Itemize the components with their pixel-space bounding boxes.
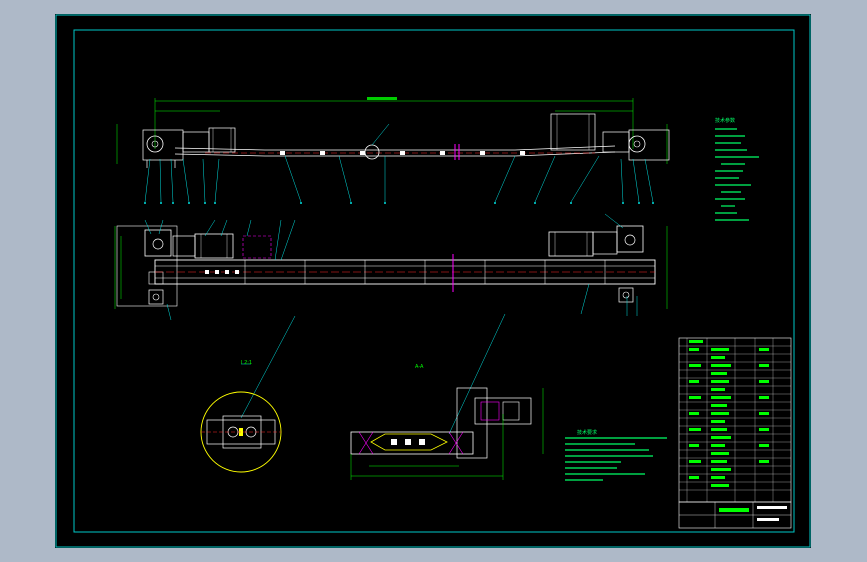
detail-i-label: I 2:1 [241,360,253,366]
plan-right-motor-icon [548,231,594,257]
section-view [350,313,544,480]
drawing-canvas [55,14,811,548]
plan-left-motor-icon [194,233,234,259]
right-drive-housing [628,129,670,161]
section-trough [350,431,474,455]
drawing-sheet[interactable]: I 2:1 A-A 技术参数 技术要求 [55,14,811,548]
technical-requirements-block [565,437,667,481]
tech-spec-heading: 技术参数 [715,118,736,124]
section-a-a-label: A-A [415,364,424,370]
front-view [116,97,670,204]
plan-view [114,213,668,321]
plan-view-leaders [144,213,638,321]
front-view-leaders [144,123,654,203]
plan-right-gear-reducer-icon [592,231,618,255]
section-flight-outline [370,433,448,451]
left-sprocket-icon [146,135,164,153]
title-block [678,501,792,529]
section-frame [456,387,488,459]
plan-left-head [144,229,172,257]
inner-frame [73,29,795,533]
parts-list-table [678,337,792,503]
detail-view-circle [200,315,296,473]
right-sprocket-icon [628,135,646,153]
detail-circle-marker [364,144,380,160]
plan-left-gear-reducer-icon [172,235,196,257]
outer-frame [55,14,811,548]
plan-motor-guard [242,235,272,259]
left-motor-icon [208,127,236,153]
right-gear-reducer-icon [602,131,630,153]
tech-req-heading: 技术要求 [577,430,598,436]
plan-right-head [616,225,644,253]
technical-parameters-list [715,128,759,221]
right-motor-icon [550,113,596,151]
